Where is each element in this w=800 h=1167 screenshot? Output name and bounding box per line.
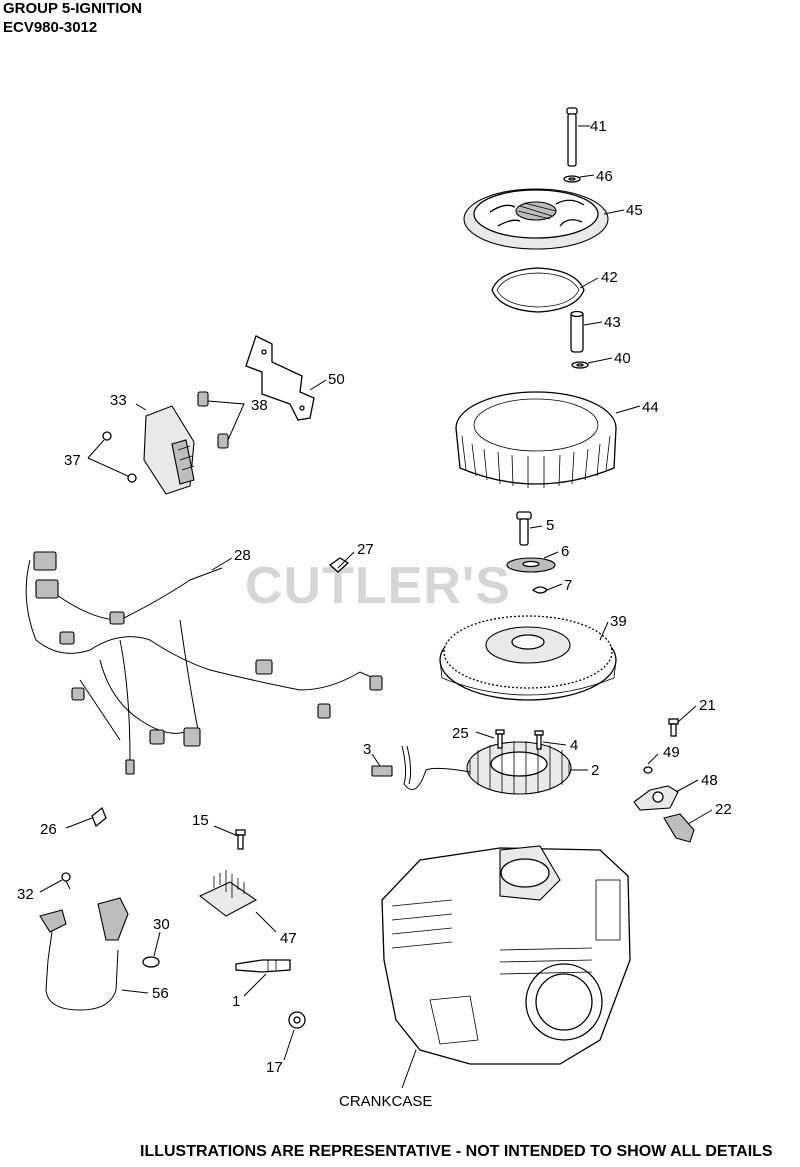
part-5-bolt	[516, 511, 532, 546]
part-50-bracket	[245, 335, 315, 421]
callout-21: 21	[699, 697, 716, 714]
part-1-spark-plug	[235, 959, 291, 973]
part-45-cover	[463, 188, 609, 250]
callout-33: 33	[110, 392, 127, 409]
callout-56: 56	[152, 985, 169, 1002]
callout-44: 44	[642, 399, 659, 416]
callout-17: 17	[266, 1059, 283, 1076]
callout-25: 25	[452, 725, 469, 742]
diagram-title: GROUP 5-IGNITION	[3, 0, 142, 17]
part-46-washer	[563, 175, 581, 183]
callout-27: 27	[357, 541, 374, 558]
callout-2: 2	[591, 762, 599, 779]
callout-4: 4	[570, 737, 578, 754]
part-21-bolt	[668, 718, 679, 737]
callout-5: 5	[546, 517, 554, 534]
part-25-screw	[495, 729, 505, 749]
callout-48: 48	[701, 772, 718, 789]
part-15-bolt	[235, 829, 246, 850]
callout-42: 42	[601, 269, 618, 286]
callout-50: 50	[328, 371, 345, 388]
part-4-screw	[534, 730, 544, 750]
callout-crankcase: CRANKCASE	[339, 1093, 432, 1110]
callout-40: 40	[614, 350, 631, 367]
footer-disclaimer: ILLUSTRATIONS ARE REPRESENTATIVE - NOT I…	[140, 1143, 773, 1160]
part-37-nut	[102, 431, 137, 483]
part-17-clamp	[288, 1011, 306, 1029]
part-2-stator	[466, 741, 572, 795]
callout-28: 28	[234, 547, 251, 564]
part-42-gasket	[491, 267, 585, 313]
crankcase	[381, 845, 631, 1065]
part-6-washer	[506, 557, 556, 573]
callout-26: 26	[40, 821, 57, 838]
leader-lines	[39, 125, 713, 1089]
part-27-terminal	[328, 557, 350, 573]
callout-15: 15	[192, 812, 209, 829]
part-22-sensor	[663, 813, 695, 843]
part-49-washer	[643, 766, 653, 774]
part-48-bracket	[633, 785, 679, 811]
callout-37: 37	[64, 452, 81, 469]
callout-38: 38	[251, 397, 268, 414]
part-38-grommet	[197, 391, 229, 449]
callout-49: 49	[663, 744, 680, 761]
callout-30: 30	[153, 916, 170, 933]
callout-1: 1	[232, 993, 240, 1010]
part-32-screw	[61, 872, 71, 890]
callout-6: 6	[561, 543, 569, 560]
part-44-fan	[455, 391, 617, 488]
part-40-washer	[571, 361, 589, 369]
part-30-clamp	[142, 956, 160, 968]
part-28-harness	[25, 551, 383, 775]
callout-41: 41	[590, 118, 607, 135]
part-41-bolt	[566, 107, 578, 167]
part-43-pin	[570, 310, 584, 353]
callout-45: 45	[626, 202, 643, 219]
callout-7: 7	[564, 577, 572, 594]
callout-32: 32	[17, 886, 34, 903]
callout-3: 3	[363, 741, 371, 758]
part-56-ignition-lead	[39, 897, 129, 1011]
callout-39: 39	[610, 613, 627, 630]
part-47-rectifier	[198, 870, 258, 917]
part-39-flywheel	[439, 615, 617, 701]
callout-43: 43	[604, 314, 621, 331]
callout-22: 22	[715, 801, 732, 818]
part-7-key	[531, 586, 548, 594]
part-33-module	[143, 405, 195, 495]
model-number: ECV980-3012	[3, 19, 98, 36]
part-3-connector	[371, 745, 471, 791]
callout-47: 47	[280, 930, 297, 947]
part-26-clip	[91, 806, 107, 828]
watermark: CUTLER'S	[245, 557, 511, 615]
callout-46: 46	[596, 168, 613, 185]
